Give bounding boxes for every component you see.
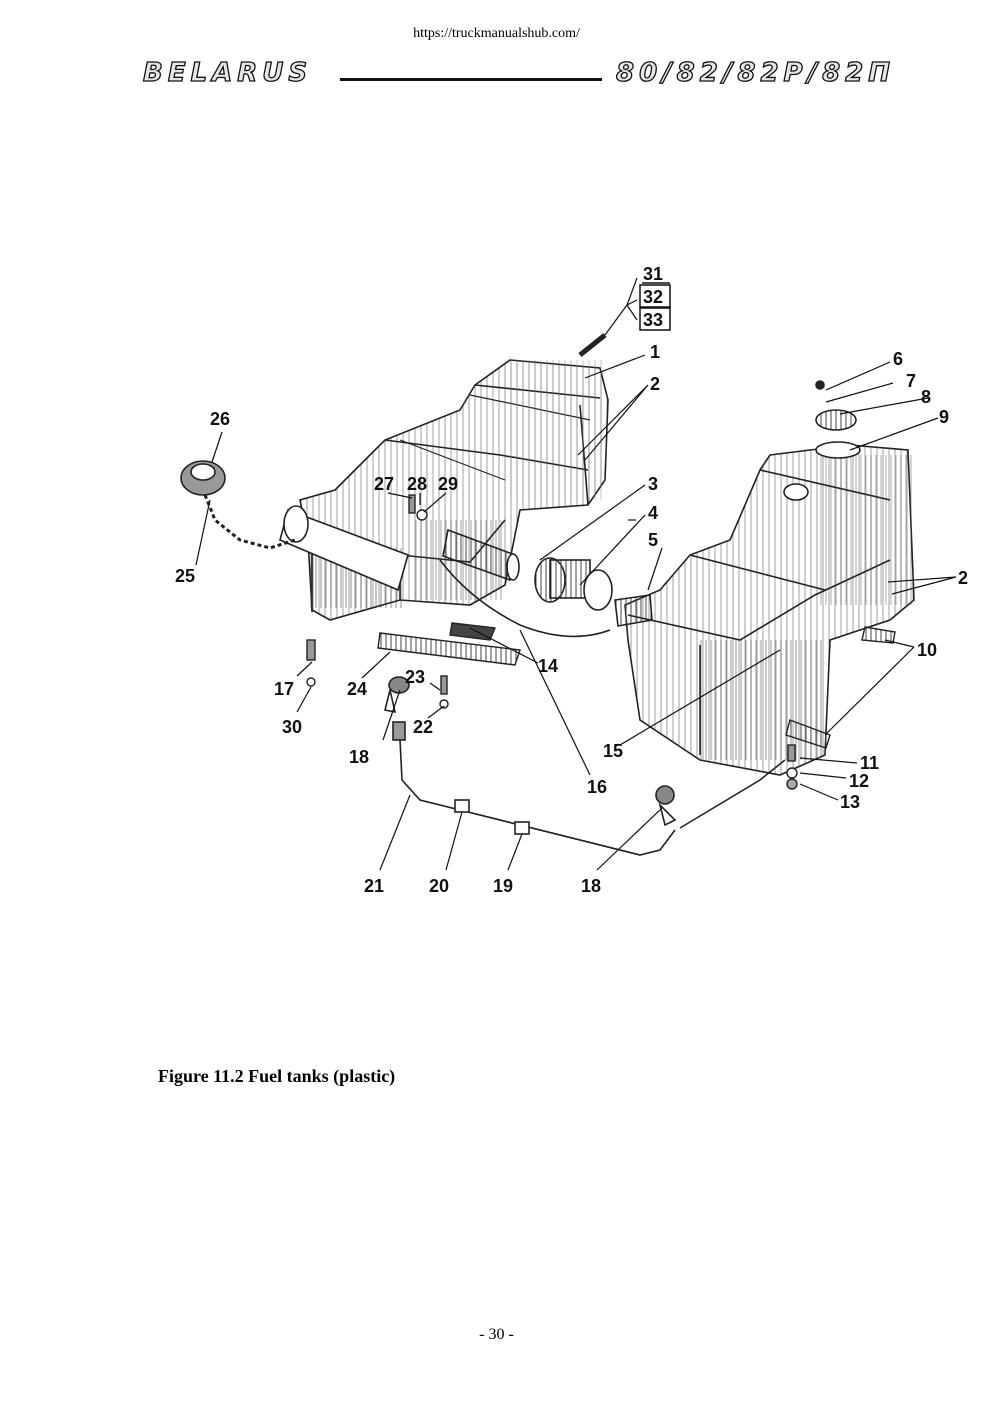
- tank-cap-assembly: [815, 380, 861, 459]
- fuel-sensor: [534, 557, 613, 611]
- callout-10: 10: [917, 640, 937, 660]
- callout-18b: 18: [581, 876, 601, 896]
- fuel-tank-diagram: 1 2 2 3 4 5 6 7 8 9 10 11 12 13 14 15 16…: [175, 264, 968, 896]
- callout-23: 23: [405, 667, 425, 687]
- callout-18a: 18: [349, 747, 369, 767]
- fuel-lines: [392, 559, 786, 856]
- callout-3: 3: [648, 474, 658, 494]
- callout-1: 1: [650, 342, 660, 362]
- right-fuel-tank: [614, 444, 915, 776]
- callout-7: 7: [906, 371, 916, 391]
- callout-25: 25: [175, 566, 195, 586]
- callout-12: 12: [849, 771, 869, 791]
- callout-4: 4: [648, 503, 658, 523]
- callout-11: 11: [860, 753, 879, 773]
- callout-17: 17: [274, 679, 294, 699]
- callout-21: 21: [364, 876, 384, 896]
- callout-29: 29: [438, 474, 458, 494]
- header-rule: [340, 78, 602, 81]
- callout-16: 16: [587, 777, 607, 797]
- callout-22: 22: [413, 717, 433, 737]
- callout-13: 13: [840, 792, 860, 812]
- filler-cap: [180, 460, 296, 550]
- callout-19: 19: [493, 876, 513, 896]
- callout-27: 27: [374, 474, 394, 494]
- callout-33: 33: [643, 310, 663, 330]
- callout-28: 28: [407, 474, 427, 494]
- fuel-taps: [384, 676, 677, 827]
- callout-5: 5: [648, 530, 658, 550]
- callout-9: 9: [939, 407, 949, 427]
- left-fuel-tank: [279, 333, 609, 621]
- callout-8: 8: [921, 387, 931, 407]
- fasteners: [306, 494, 798, 790]
- callout-14: 14: [538, 656, 558, 676]
- callout-15: 15: [603, 741, 623, 761]
- callout-24: 24: [347, 679, 367, 699]
- callout-box-32: [639, 284, 671, 308]
- callout-30: 30: [282, 717, 302, 737]
- brand-title: BELARUS: [142, 57, 313, 88]
- callout-20: 20: [429, 876, 449, 896]
- callout-6: 6: [893, 349, 903, 369]
- model-title: 80/82/82P/82П: [615, 57, 896, 88]
- source-url: https://truckmanualshub.com/: [413, 26, 580, 41]
- callout-31: 31: [643, 264, 663, 284]
- page-number: - 30 -: [479, 1326, 514, 1343]
- leader-lines: [195, 277, 957, 871]
- callout-2a: 2: [650, 374, 660, 394]
- callout-26: 26: [210, 409, 230, 429]
- mounting-straps: [377, 622, 896, 749]
- callout-2b: 2: [958, 568, 968, 588]
- callout-box-33: [639, 307, 671, 331]
- figure-caption: Figure 11.2 Fuel tanks (plastic): [158, 1066, 396, 1086]
- callout-32: 32: [643, 287, 663, 307]
